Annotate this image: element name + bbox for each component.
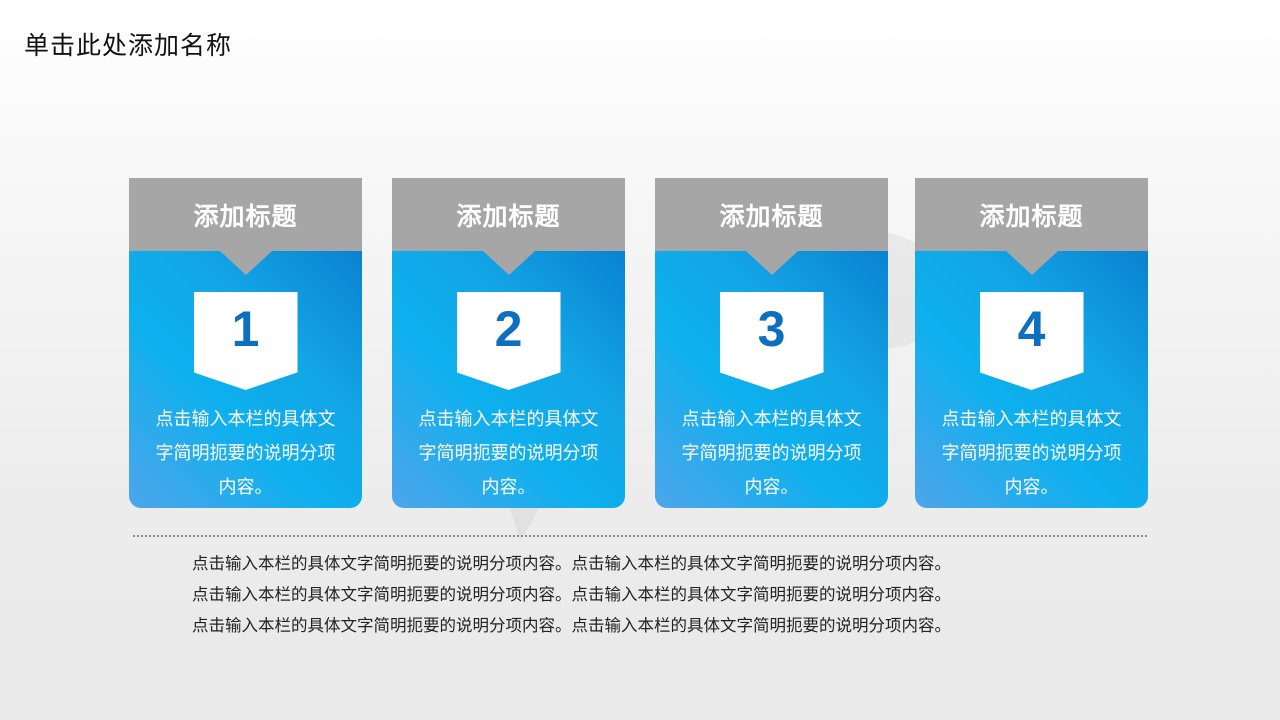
- card-number: 3: [757, 301, 786, 357]
- card-4[interactable]: 添加标题 4 点击输入本栏的具体文字简明扼要的说明分项内容。: [915, 178, 1148, 508]
- body-line: 点击输入本栏的具体文字简明扼要的说明分项内容。点击输入本栏的具体文字简明扼要的说…: [192, 585, 951, 604]
- dotted-divider: [133, 535, 1147, 537]
- card-number: 4: [1017, 301, 1046, 357]
- number-badge: 1: [193, 292, 298, 390]
- card-heading[interactable]: 添加标题: [392, 178, 625, 251]
- body-text[interactable]: 点击输入本栏的具体文字简明扼要的说明分项内容。点击输入本栏的具体文字简明扼要的说…: [192, 548, 951, 641]
- card-heading[interactable]: 添加标题: [915, 178, 1148, 251]
- card-heading[interactable]: 添加标题: [129, 178, 362, 251]
- body-line: 点击输入本栏的具体文字简明扼要的说明分项内容。点击输入本栏的具体文字简明扼要的说…: [192, 616, 951, 635]
- pointer-arrow: [482, 251, 535, 275]
- card-1[interactable]: 添加标题 1 点击输入本栏的具体文字简明扼要的说明分项内容。: [129, 178, 362, 508]
- number-badge: 4: [979, 292, 1084, 390]
- number-badge: 3: [719, 292, 824, 390]
- card-text[interactable]: 点击输入本栏的具体文字简明扼要的说明分项内容。: [418, 409, 599, 498]
- card-text[interactable]: 点击输入本栏的具体文字简明扼要的说明分项内容。: [155, 409, 336, 498]
- slide-title[interactable]: 单击此处添加名称: [24, 31, 233, 60]
- card-2[interactable]: 添加标题 2 点击输入本栏的具体文字简明扼要的说明分项内容。: [392, 178, 625, 508]
- pointer-arrow: [219, 251, 272, 275]
- card-number: 1: [231, 301, 260, 357]
- pointer-arrow: [1005, 251, 1058, 275]
- card-text[interactable]: 点击输入本栏的具体文字简明扼要的说明分项内容。: [941, 409, 1122, 498]
- card-3[interactable]: 添加标题 3 点击输入本栏的具体文字简明扼要的说明分项内容。: [655, 178, 888, 508]
- pointer-arrow: [745, 251, 798, 275]
- card-heading[interactable]: 添加标题: [655, 178, 888, 251]
- card-number: 2: [494, 301, 523, 357]
- number-badge: 2: [456, 292, 561, 390]
- card-text[interactable]: 点击输入本栏的具体文字简明扼要的说明分项内容。: [681, 409, 862, 498]
- body-line: 点击输入本栏的具体文字简明扼要的说明分项内容。点击输入本栏的具体文字简明扼要的说…: [192, 554, 951, 573]
